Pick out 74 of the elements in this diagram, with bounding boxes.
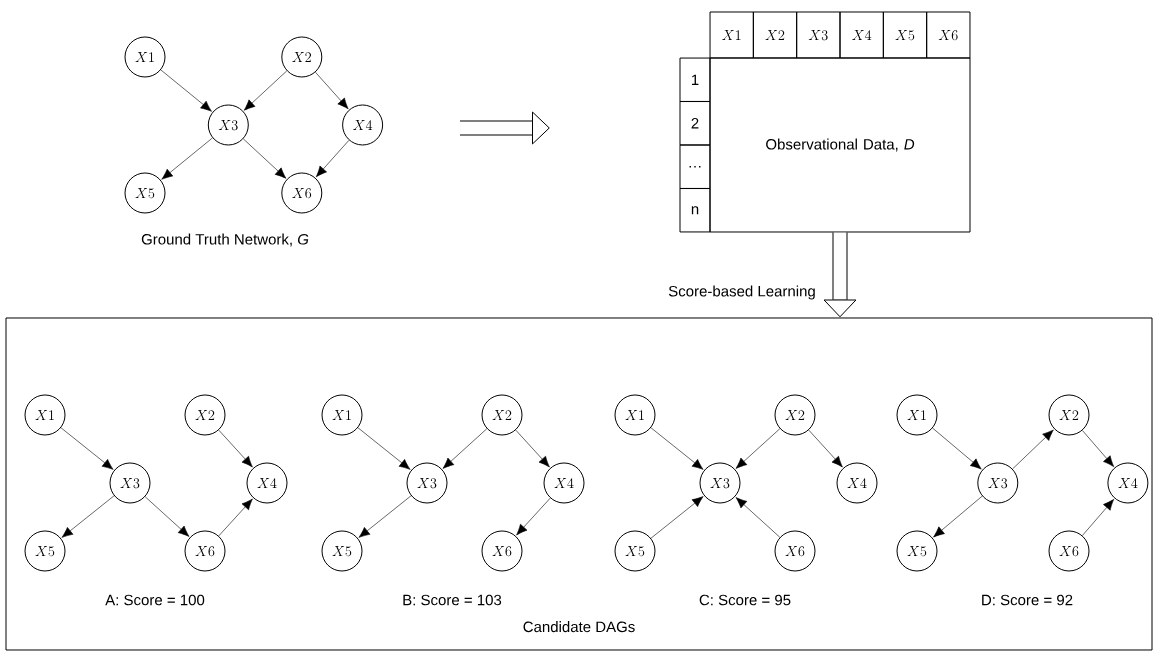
circle-node: $X3$ bbox=[109, 462, 151, 504]
arrow bbox=[60, 427, 114, 470]
circle-node: $X1$ bbox=[124, 36, 166, 78]
circle-node: $X3$ bbox=[977, 462, 1019, 504]
circle-node: $X3$ bbox=[699, 462, 741, 504]
arrow bbox=[1082, 430, 1115, 467]
circle-node: $X1$ bbox=[24, 394, 66, 436]
arrow bbox=[1012, 429, 1054, 470]
circle-node: $X4$ bbox=[1107, 462, 1149, 504]
score-caption: C: Score = 95 bbox=[699, 594, 791, 606]
hollow-arrow bbox=[823, 232, 857, 318]
arrow bbox=[218, 498, 253, 537]
arrow bbox=[61, 495, 115, 538]
arrow bbox=[243, 70, 288, 111]
arrow bbox=[315, 140, 350, 178]
circle-node: $X5$ bbox=[24, 530, 66, 572]
circle-node: $X5$ bbox=[321, 530, 363, 572]
row-header-cell: … bbox=[679, 144, 711, 190]
circle-node: $X4$ bbox=[246, 462, 288, 504]
column-header-cell: $X1$ bbox=[709, 11, 754, 59]
arrow bbox=[515, 429, 550, 468]
arrow bbox=[516, 497, 551, 536]
arrow bbox=[735, 428, 781, 469]
arrow bbox=[932, 427, 982, 470]
circle-node: $X5$ bbox=[896, 530, 938, 572]
graph-caption: Ground Truth Network, G bbox=[141, 233, 309, 247]
row-header-cell: n bbox=[679, 187, 711, 233]
circle-node: $X6$ bbox=[1048, 530, 1090, 572]
row-header-cell: 2 bbox=[679, 100, 711, 146]
circle-node: $X4$ bbox=[342, 104, 384, 146]
circle-node: $X5$ bbox=[124, 172, 166, 214]
circle-node: $X2$ bbox=[281, 36, 323, 78]
arrow bbox=[650, 496, 704, 539]
circle-node: $X6$ bbox=[281, 172, 323, 214]
circle-node: $X1$ bbox=[614, 394, 656, 436]
circle-node: $X6$ bbox=[774, 530, 816, 572]
circle-node: $X6$ bbox=[481, 530, 523, 572]
data-table-body: Observational Data, D bbox=[709, 57, 971, 233]
arrow bbox=[808, 429, 843, 468]
arrow bbox=[243, 138, 287, 179]
row-header-cell: 1 bbox=[679, 57, 711, 103]
circle-node: $X2$ bbox=[184, 394, 226, 436]
column-header-cell: $X2$ bbox=[752, 11, 798, 59]
arrow bbox=[218, 429, 253, 468]
circle-node: $X5$ bbox=[614, 530, 656, 572]
arrow bbox=[160, 69, 212, 112]
circle-node: $X1$ bbox=[321, 394, 363, 436]
column-header-cell: $X4$ bbox=[839, 11, 884, 59]
circle-node: $X3$ bbox=[207, 104, 249, 146]
column-header-cell: $X5$ bbox=[882, 11, 928, 59]
circle-node: $X2$ bbox=[1048, 394, 1090, 436]
arrow bbox=[735, 497, 781, 538]
arrow bbox=[315, 72, 349, 110]
arrow bbox=[161, 137, 213, 180]
circle-node: $X2$ bbox=[481, 394, 523, 436]
arrow bbox=[144, 496, 190, 537]
circle-node: $X2$ bbox=[774, 394, 816, 436]
column-header-cell: $X3$ bbox=[796, 11, 841, 59]
score-caption: D: Score = 92 bbox=[982, 594, 1073, 606]
edge-label: Score-based Learning bbox=[666, 283, 818, 302]
arrow bbox=[1082, 499, 1115, 536]
circle-node: $X1$ bbox=[896, 394, 938, 436]
arrow bbox=[358, 495, 412, 538]
arrow bbox=[442, 428, 488, 469]
circle-node: $X6$ bbox=[184, 530, 226, 572]
circle-node: $X4$ bbox=[543, 462, 585, 504]
score-caption: A: Score = 100 bbox=[105, 594, 205, 606]
arrow bbox=[933, 495, 983, 538]
score-caption: B: Score = 103 bbox=[403, 594, 502, 606]
circle-node: $X3$ bbox=[406, 462, 448, 504]
arrow bbox=[650, 427, 704, 470]
circle-node: $X4$ bbox=[836, 462, 878, 504]
arrow bbox=[357, 427, 411, 470]
column-header-cell: $X6$ bbox=[926, 11, 971, 59]
